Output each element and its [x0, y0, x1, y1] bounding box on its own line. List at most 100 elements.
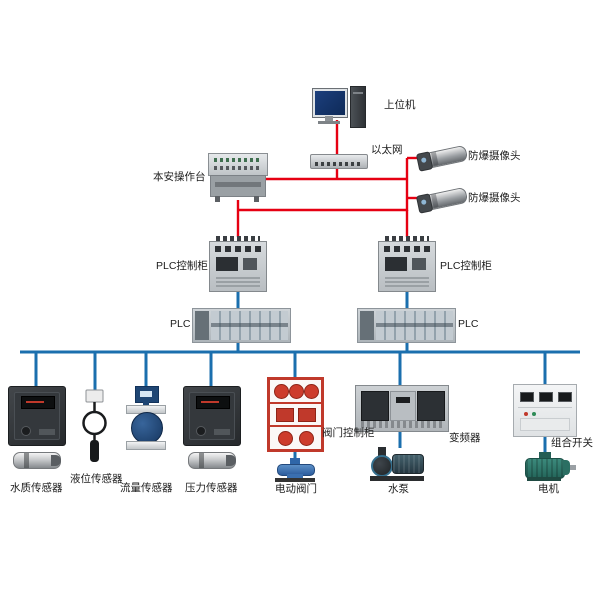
monitor-screen — [315, 91, 345, 115]
valve-actuator-motor — [290, 458, 300, 465]
sensor-nameplate — [39, 429, 55, 435]
flow-flange-bottom — [126, 441, 166, 450]
label-camera-bottom: 防爆摄像头 — [468, 192, 521, 204]
label-pressure-sensor: 压力传感器 — [185, 482, 238, 494]
cabinet-component — [412, 258, 426, 270]
cabinet-component — [243, 258, 257, 270]
combo-lower-door — [520, 418, 570, 431]
vfd-left-panel — [361, 391, 389, 421]
label-ethernet: 以太网 — [371, 144, 403, 156]
pressure-probe-graphic — [188, 452, 236, 469]
console-leg-right — [254, 196, 259, 202]
plc-rack-left-graphic — [192, 308, 291, 343]
sensor-display-text — [26, 401, 44, 403]
cabinet-vents — [385, 275, 429, 287]
plc-power-module — [195, 311, 209, 340]
console-switch-row — [214, 166, 262, 170]
valve-stem — [287, 474, 303, 478]
motor-feet — [527, 477, 561, 481]
plc-cabinet-left-graphic — [209, 236, 267, 292]
flow-display — [140, 391, 152, 397]
pressure-sensor-graphic — [183, 386, 241, 446]
vfd-vents — [361, 421, 443, 428]
monitor-base — [318, 121, 340, 124]
valve-cabinet-module — [304, 384, 319, 399]
sensor-display-text — [201, 401, 219, 403]
valve-cabinet-shelf — [270, 425, 321, 427]
label-camera-top: 防爆摄像头 — [468, 150, 521, 162]
probe-band — [199, 453, 204, 468]
label-plc-cabinet-right: PLC控制柜 — [440, 260, 492, 272]
water-quality-sensor-graphic — [8, 386, 66, 446]
level-sensor-probe — [90, 440, 99, 462]
valve-cabinet-shelf — [270, 402, 321, 404]
cabinet-component — [385, 257, 407, 271]
pump-outlet — [378, 447, 386, 457]
valve-cabinet-graphic — [267, 377, 324, 452]
probe-tip — [226, 455, 236, 466]
flow-sensor-graphic — [124, 386, 168, 450]
sensor-knob — [196, 426, 206, 436]
label-plc-right: PLC — [458, 318, 479, 330]
combo-display-window — [558, 392, 572, 402]
cabinet-body — [378, 241, 436, 292]
label-host-computer: 上位机 — [384, 99, 416, 111]
cabinet-component — [216, 257, 238, 271]
console-body-band — [215, 182, 261, 187]
switch-ports — [315, 162, 363, 166]
sensor-display — [196, 396, 230, 409]
computer-tower — [350, 86, 366, 128]
label-water-quality-sensor: 水质传感器 — [10, 482, 63, 494]
vfd-cabinet-graphic — [355, 385, 449, 432]
console-button-row — [214, 158, 262, 162]
water-quality-probe-graphic — [13, 452, 61, 469]
console-graphic — [208, 153, 268, 202]
cabinet-breaker-row — [215, 246, 261, 252]
sensor-display — [21, 396, 55, 409]
console-leg-left — [215, 196, 220, 202]
tower-drive-slot — [353, 92, 363, 94]
pump-base — [370, 476, 424, 481]
host-computer-graphic — [312, 86, 366, 128]
valve-cabinet-module — [289, 384, 304, 399]
motor-end-cap — [563, 460, 570, 475]
electric-valve-graphic — [271, 458, 319, 482]
monitor — [312, 88, 348, 118]
motor-shaft — [570, 465, 576, 470]
plc-cabinet-right-graphic — [378, 236, 436, 292]
plc-rack-slot — [376, 323, 453, 327]
vfd-right-panel — [417, 391, 445, 421]
plc-rack-right-graphic — [357, 308, 456, 343]
sensor-nameplate — [214, 429, 230, 435]
cabinet-terminals — [216, 236, 260, 241]
cabinet-body — [209, 241, 267, 292]
plc-rack-slot — [211, 323, 288, 327]
label-level-sensor: 液位传感器 — [70, 473, 123, 485]
level-sensor-graphic — [82, 389, 107, 462]
label-plc-left: PLC — [170, 318, 191, 330]
motor-body — [525, 458, 565, 479]
label-motor: 电机 — [538, 483, 559, 495]
vfd-display — [396, 397, 410, 403]
console-panel — [208, 153, 268, 176]
combo-indicator-green — [532, 412, 536, 416]
label-plc-cabinet-left: PLC控制柜 — [156, 260, 208, 272]
probe-tip — [51, 455, 61, 466]
label-vfd: 变频器 — [449, 432, 481, 444]
pump-motor — [392, 454, 424, 474]
label-flow-sensor: 流量传感器 — [120, 482, 173, 494]
level-sensor-head — [85, 389, 104, 403]
valve-flange-base — [275, 478, 315, 482]
combo-switch-cabinet-graphic — [513, 384, 577, 437]
console-body — [210, 175, 266, 197]
valve-cabinet-module — [299, 431, 314, 446]
label-combo-switch: 组合开关 — [551, 437, 593, 449]
pump-volute — [371, 455, 393, 477]
label-valve-cabinet: 阀门控制柜 — [322, 427, 375, 439]
level-sensor-cable-loop — [82, 410, 107, 436]
flow-neck — [143, 401, 149, 405]
cabinet-terminals — [385, 236, 429, 241]
plc-power-module — [360, 311, 374, 340]
